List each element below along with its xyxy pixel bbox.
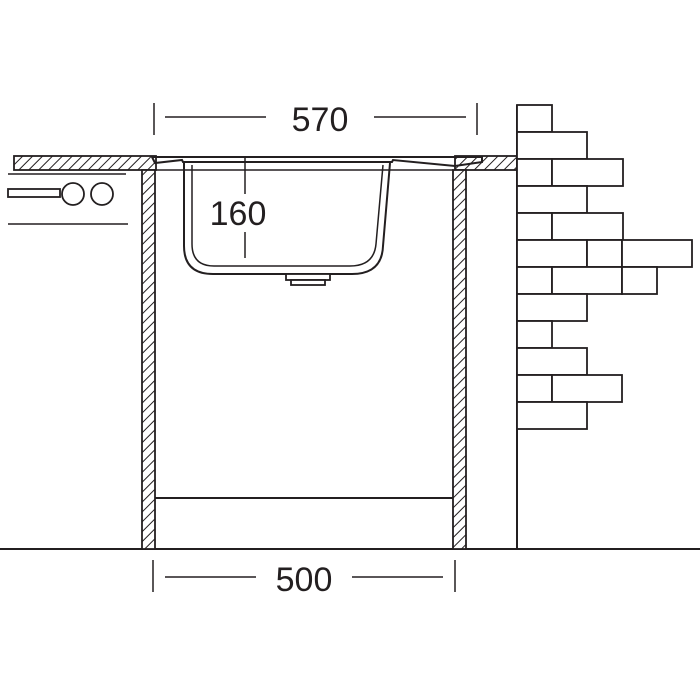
- dimension-cabinet-width: 500: [152, 560, 456, 599]
- brick: [516, 266, 553, 295]
- sink-rim: [150, 156, 483, 168]
- brick: [551, 374, 623, 403]
- control-knob-icon: [90, 182, 114, 206]
- drain-outlet-lower: [290, 279, 326, 286]
- countertop-left: [13, 155, 157, 171]
- bowl-depth-label: 160: [210, 195, 267, 233]
- brick: [551, 212, 624, 241]
- brick: [516, 131, 588, 160]
- dimension-bowl-depth: 160: [200, 158, 278, 258]
- brick-wall: [516, 104, 693, 430]
- brick: [516, 239, 588, 268]
- cabinet-right-wall: [452, 169, 467, 550]
- brick: [516, 158, 553, 187]
- brick: [621, 239, 693, 268]
- cabinet-width-label: 500: [276, 561, 333, 599]
- display-slot-icon: [7, 188, 61, 198]
- sink-bowl: [183, 162, 391, 275]
- brick: [516, 212, 553, 241]
- brick: [516, 104, 553, 133]
- appliance-panel: [7, 173, 128, 225]
- brick: [516, 320, 553, 349]
- control-knob-icon: [61, 182, 85, 206]
- countertop-right: [454, 155, 518, 171]
- brick: [516, 185, 588, 214]
- brick: [551, 158, 624, 187]
- brick: [516, 347, 588, 376]
- dimension-sink-width: 570: [153, 101, 478, 139]
- brick: [586, 239, 623, 268]
- cabinet-left-wall: [141, 169, 156, 550]
- brick: [516, 401, 588, 430]
- sink-bowl-inner: [191, 164, 384, 267]
- brick: [551, 266, 623, 295]
- sink-width-label: 570: [292, 101, 349, 139]
- brick: [516, 374, 553, 403]
- brick: [621, 266, 658, 295]
- brick: [516, 293, 588, 322]
